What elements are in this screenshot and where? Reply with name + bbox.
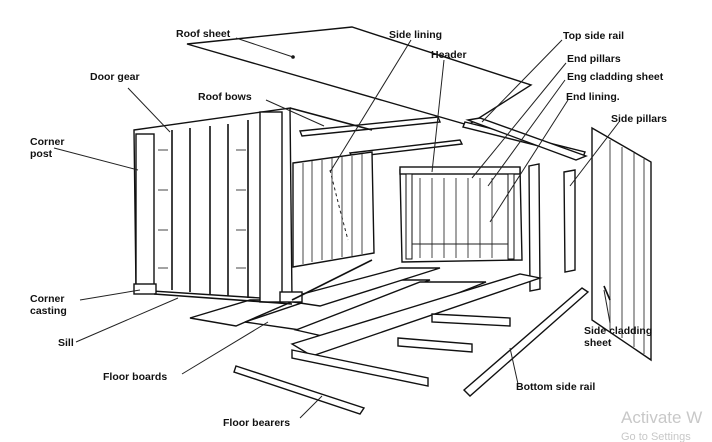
bottom-side-rail-part xyxy=(462,287,590,397)
label-floor-bearers: Floor bearers xyxy=(223,417,290,429)
label-door-gear: Door gear xyxy=(90,71,140,83)
label-roof-bows: Roof bows xyxy=(198,91,252,103)
label-roof-sheet: Roof sheet xyxy=(176,28,231,40)
label-floor-boards: Floor boards xyxy=(103,371,167,383)
side-pillars-part xyxy=(528,163,576,292)
activation-watermark: Activate W Go to Settings xyxy=(621,408,702,442)
end-wall-part xyxy=(399,166,523,263)
side-cladding-sheet-part xyxy=(591,126,652,362)
far-side-wall-part xyxy=(292,151,375,268)
label-end-lining: End lining. xyxy=(566,91,620,103)
label-header: Header xyxy=(431,49,467,61)
leader-lines xyxy=(53,37,620,419)
label-sill: Sill xyxy=(58,337,74,349)
roof-sheet-part xyxy=(186,26,533,126)
floor-boards-part xyxy=(189,267,543,357)
top-side-rail-part xyxy=(465,117,588,161)
label-corner-casting-line2: casting xyxy=(30,305,67,317)
floor-bearers-part xyxy=(233,313,511,415)
label-end-pillars: End pillars xyxy=(567,53,621,65)
label-bottom-side-rail: Bottom side rail xyxy=(516,381,595,393)
front-frame-part xyxy=(133,107,373,305)
label-corner-casting-line1: Corner xyxy=(30,293,64,305)
label-side-cladding-sheet-line2: sheet xyxy=(584,337,612,349)
label-corner-post-line1: Corner xyxy=(30,136,64,148)
watermark-line2: Go to Settings xyxy=(621,431,691,442)
label-top-side-rail: Top side rail xyxy=(563,30,624,42)
label-side-pillars: Side pillars xyxy=(611,113,667,125)
label-eng-cladding-sheet: Eng cladding sheet xyxy=(567,71,664,83)
part-labels: Roof sheet Side lining Header Top side r… xyxy=(30,28,667,429)
label-corner-post-line2: post xyxy=(30,148,53,160)
label-side-cladding-sheet-line1: Side cladding xyxy=(584,325,652,337)
watermark-line1: Activate W xyxy=(621,408,702,427)
label-side-lining: Side lining xyxy=(389,29,442,41)
